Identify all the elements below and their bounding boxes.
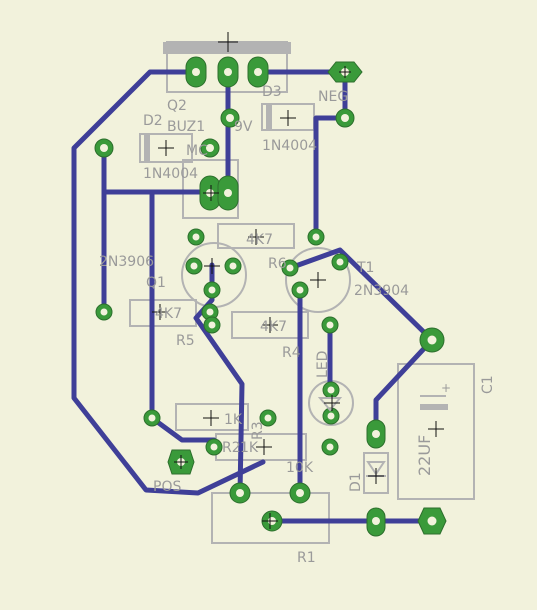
label-r2: R2	[222, 440, 241, 456]
trace-left-loop	[71, 69, 266, 496]
pad-d2-k	[200, 138, 220, 158]
pad-mc-2	[217, 175, 239, 211]
pad-q2-2	[217, 56, 239, 88]
label-r1-value: 10K	[286, 460, 314, 476]
pad-r1-2	[289, 482, 311, 504]
label-bv: 9V	[234, 119, 253, 135]
pad-d1-a	[366, 419, 386, 449]
pad-t1-2	[331, 253, 349, 271]
pad-q1-2	[224, 257, 242, 275]
label-buz: BUZ1	[167, 119, 205, 135]
label-q1: Q1	[146, 275, 166, 291]
d1-body	[363, 452, 389, 494]
r1-outline	[211, 492, 330, 544]
trace-mc-r3	[149, 189, 217, 443]
pad-r5-1	[95, 303, 113, 321]
label-c1: C1	[480, 375, 496, 394]
label-c1-value: 22UF	[415, 435, 434, 476]
d2-band	[144, 134, 150, 162]
label-r1: R1	[297, 550, 316, 566]
pad-d3-k	[335, 108, 355, 128]
label-r5-value: 4K7	[155, 306, 182, 322]
pad-led-k	[322, 407, 340, 425]
pad-r2-1	[205, 438, 223, 456]
label-r4: R4	[282, 345, 301, 361]
label-r4-value: 4K7	[260, 319, 287, 335]
label-t1-part: 2N3904	[354, 283, 409, 299]
d2-body	[139, 133, 193, 163]
label-r6: R6	[268, 256, 287, 272]
origin-marks	[152, 32, 444, 529]
label-led: LED	[315, 351, 331, 378]
label-t1: T1	[356, 260, 374, 276]
pad-r3-1	[143, 409, 161, 427]
label-d2: D2	[143, 113, 163, 129]
pad-led-a	[322, 381, 340, 399]
pad-r1-1	[229, 482, 251, 504]
trace-t1-c1	[287, 247, 435, 343]
label-r6-value: 4K7	[246, 232, 273, 248]
label-neg: NEG	[318, 89, 348, 105]
pad-t1-3	[291, 281, 309, 299]
label-d3: D3	[262, 84, 282, 100]
q2-tab	[163, 42, 291, 54]
r6-body	[217, 223, 295, 249]
label-d2-part: 1N4004	[143, 166, 198, 182]
pad-r4-2	[321, 316, 339, 334]
label-r2-value: 1K	[240, 440, 259, 456]
r4-body	[231, 311, 309, 339]
pad-q2-3	[247, 56, 269, 88]
pad-d1-k	[366, 507, 386, 537]
label-d1: D1	[348, 472, 364, 492]
pad-r3-2	[259, 409, 277, 427]
pad-r6-1	[187, 228, 205, 246]
label-pos: POS	[153, 479, 181, 495]
label-d3-part: 1N4004	[262, 138, 317, 154]
silkscreen-layer	[129, 41, 475, 544]
pad-c1-pos	[419, 327, 445, 353]
label-q1-part: 2N3906	[99, 254, 154, 270]
pad-t1-1	[281, 259, 299, 277]
label-layer: Q2 BUZ1 D3 NEG D2 9V MC 1N4004 1N4004 4K…	[99, 84, 496, 566]
pad-d2-a	[94, 138, 114, 158]
r5-body	[129, 299, 197, 327]
pad-d3-a	[220, 108, 240, 128]
pad-r6-2	[307, 228, 325, 246]
label-r3-value: 1K	[224, 412, 243, 428]
pad-q1-3	[203, 281, 221, 299]
pad-q2-1	[185, 56, 207, 88]
pad-r2-2	[321, 438, 339, 456]
pad-r4-1	[203, 316, 221, 334]
pad-c1-neg	[417, 507, 447, 535]
label-c1-polarity: +	[441, 381, 451, 395]
trace-neg-r6	[313, 115, 348, 240]
c1-outline	[397, 363, 475, 500]
pad-q1-1	[185, 257, 203, 275]
label-q2: Q2	[167, 98, 187, 114]
t1-outline	[285, 247, 351, 313]
d3-band	[266, 104, 272, 130]
label-mc: MC	[186, 143, 208, 159]
pad-layer	[94, 56, 447, 537]
r3-body	[175, 403, 249, 431]
label-r3: R3	[250, 421, 266, 440]
label-r5: R5	[176, 333, 195, 349]
